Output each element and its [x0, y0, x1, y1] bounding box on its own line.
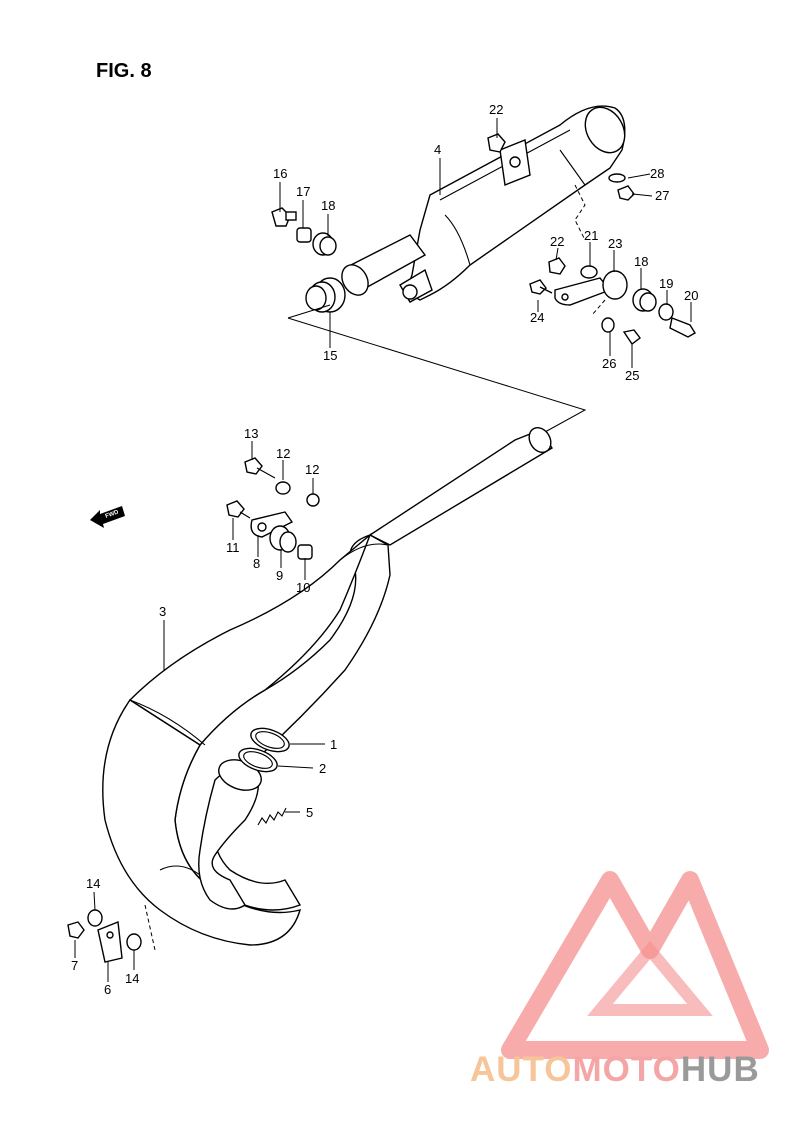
callout-4: 4 [434, 142, 441, 157]
callout-25: 25 [625, 368, 639, 383]
hardware-27-28 [608, 173, 635, 201]
callout-17: 17 [296, 184, 310, 199]
callout-22: 22 [550, 234, 564, 249]
callout-8: 8 [253, 556, 260, 571]
watermark-auto: AUTO [470, 1050, 573, 1089]
muffler [341, 105, 626, 303]
callout-12: 12 [276, 446, 290, 461]
callout-14: 14 [86, 876, 100, 891]
leader-lines [74, 118, 692, 982]
callout-5: 5 [306, 805, 313, 820]
expansion-chamber [102, 426, 553, 946]
watermark-logo [501, 871, 769, 1059]
watermark-hub: HUB [680, 1050, 760, 1089]
figure-title: FIG. 8 [96, 60, 152, 82]
mount-hardware-8-13 [226, 457, 320, 560]
callout-20: 20 [684, 288, 698, 303]
seal-15 [305, 277, 346, 313]
callout-26: 26 [602, 356, 616, 371]
callout-13: 13 [244, 426, 258, 441]
callout-labels: 22 4 16 17 18 28 27 22 21 23 18 19 20 24… [71, 102, 698, 997]
callout-14: 14 [125, 971, 139, 986]
callout-11: 11 [226, 540, 240, 555]
callout-23: 23 [608, 236, 622, 251]
callout-18: 18 [321, 198, 335, 213]
callout-1: 1 [330, 737, 337, 752]
callout-22: 22 [489, 102, 503, 117]
fwd-label: FWD [105, 509, 121, 520]
fwd-arrow: FWD [90, 506, 125, 528]
callout-27: 27 [655, 188, 669, 203]
rear-bracket-assembly [529, 257, 696, 346]
callout-21: 21 [584, 228, 598, 243]
callout-19: 19 [659, 276, 673, 291]
lower-mount-6-7-14 [67, 904, 156, 963]
callout-18: 18 [634, 254, 648, 269]
callout-6: 6 [104, 982, 111, 997]
callout-7: 7 [71, 958, 78, 973]
callout-16: 16 [273, 166, 287, 181]
watermark-text: AUTOMOTOHUB [470, 1050, 760, 1090]
callout-28: 28 [650, 166, 664, 181]
callout-24: 24 [530, 310, 544, 325]
hardware-16-18 [271, 207, 337, 256]
callout-9: 9 [276, 568, 283, 583]
callout-3: 3 [159, 604, 166, 619]
callout-10: 10 [296, 580, 310, 595]
spring-5 [257, 807, 287, 826]
callout-2: 2 [319, 761, 326, 776]
callout-15: 15 [323, 348, 337, 363]
gaskets-1-2 [238, 727, 290, 773]
nut-22-top [487, 133, 506, 153]
watermark-moto: MOTO [572, 1050, 681, 1089]
callout-12: 12 [305, 462, 319, 477]
